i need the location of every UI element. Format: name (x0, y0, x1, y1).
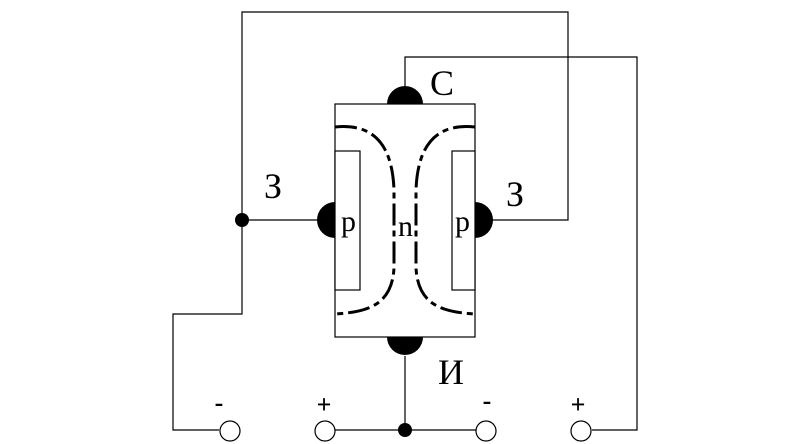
region-right-label: p (455, 205, 470, 238)
gate-left-contact (317, 202, 335, 238)
terminal-3 (475, 420, 497, 442)
gate-right-label: З (506, 174, 524, 214)
terminal-3-sign: - (483, 386, 492, 415)
terminal-2-sign: + (317, 390, 332, 419)
drain-label: С (430, 63, 454, 103)
terminal-2 (314, 420, 336, 442)
depletion-boundary-right (414, 125, 476, 316)
source-junction-dot (398, 423, 412, 437)
gate-junction-dot (235, 213, 249, 227)
drain-contact (387, 86, 423, 104)
depletion-boundary-left (334, 125, 396, 316)
gate-left-label: З (264, 166, 282, 206)
gate-right-contact (475, 202, 493, 238)
region-center-label: n (398, 210, 413, 243)
drain-wire (404, 56, 638, 431)
terminal-1-sign: - (215, 388, 224, 417)
region-left-label: p (341, 205, 356, 238)
terminal-4-sign: + (571, 390, 586, 419)
terminal-1 (219, 420, 241, 442)
source-contact (387, 337, 423, 355)
gate-bottom-wire (172, 220, 243, 431)
gate-wire-top-loop (241, 11, 569, 221)
source-label: И (438, 352, 464, 392)
terminal-4 (570, 420, 592, 442)
